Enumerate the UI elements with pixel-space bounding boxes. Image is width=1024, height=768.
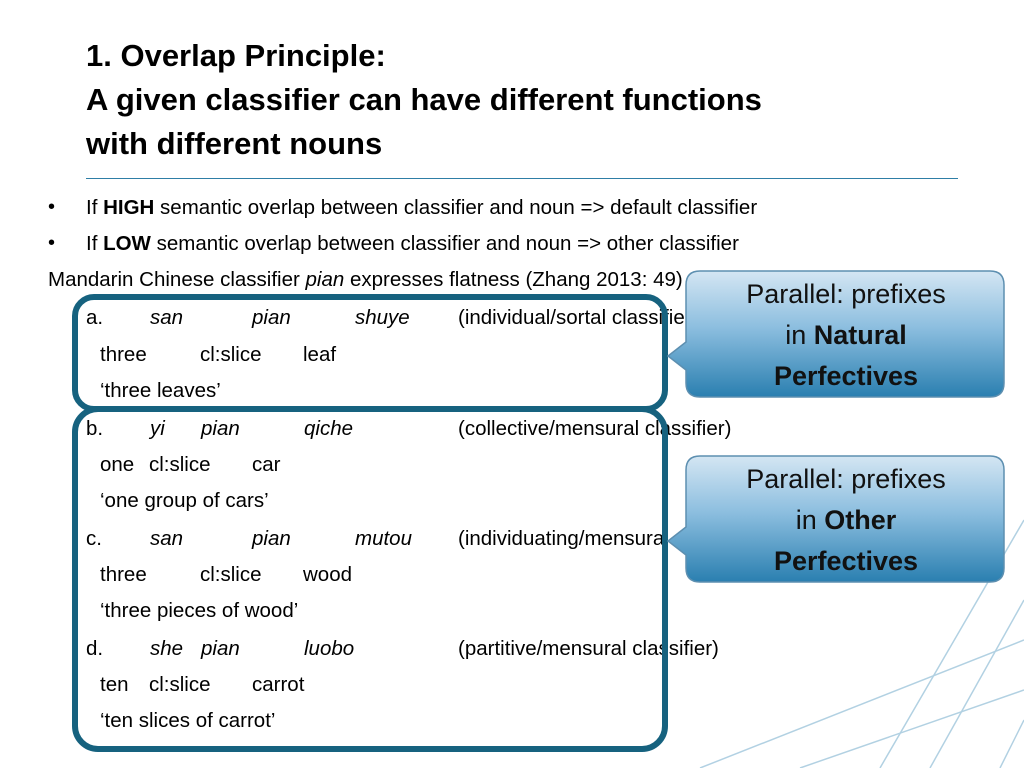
example-b-gloss-3: car bbox=[252, 453, 281, 476]
intro-line: Mandarin Chinese classifier pian express… bbox=[48, 267, 683, 293]
example-d-gloss-1: ten bbox=[100, 673, 129, 696]
bullet-1-prefix: If bbox=[86, 196, 104, 219]
example-b-gloss-1: one bbox=[100, 453, 135, 476]
bullet-2: If LOW semantic overlap between classifi… bbox=[86, 231, 739, 257]
example-c-word-2: pian bbox=[252, 527, 291, 550]
example-a-gloss-2: cl:slice bbox=[200, 343, 262, 366]
example-b-word-1: yi bbox=[150, 417, 165, 440]
example-a-translation: ‘three leaves’ bbox=[100, 379, 221, 402]
bullet-2-strong: LOW bbox=[103, 232, 151, 255]
callout-other-prefix: in bbox=[795, 505, 825, 535]
example-d-gloss-3: carrot bbox=[252, 673, 305, 696]
bullet-1-text: semantic overlap between classifier and … bbox=[154, 196, 758, 219]
example-a-gloss-1: three bbox=[100, 343, 147, 366]
example-d-note: (partitive/mensural classifier) bbox=[458, 637, 719, 660]
example-d-gloss-2: cl:slice bbox=[149, 673, 211, 696]
title-line-3: with different nouns bbox=[86, 126, 383, 161]
title-line-2: A given classifier can have different fu… bbox=[86, 82, 762, 117]
title-line-1: 1. Overlap Principle: bbox=[86, 38, 386, 73]
example-c-word-1: san bbox=[150, 527, 184, 550]
example-c-word-3: mutou bbox=[355, 527, 412, 550]
callout-other-shape bbox=[666, 455, 1005, 583]
callout-natural-shape bbox=[666, 270, 1005, 398]
example-b-translation: ‘one group of cars’ bbox=[100, 489, 269, 512]
bullet-dot: • bbox=[48, 232, 56, 254]
intro-citation: expresses flatness (Zhang 2013: 49) bbox=[344, 268, 683, 291]
example-a-word-3: shuye bbox=[355, 306, 410, 329]
slide-title: 1. Overlap Principle: A given classifier… bbox=[86, 34, 966, 166]
callout-natural-line-2: in Natural bbox=[690, 315, 1002, 356]
callout-natural-line-1: Parallel: prefixes bbox=[746, 279, 946, 309]
example-a-word-2: pian bbox=[252, 306, 291, 329]
highlight-frame-bcd bbox=[72, 406, 668, 752]
callout-other-strong: Other bbox=[824, 505, 897, 535]
example-a-word-1: san bbox=[150, 306, 184, 329]
bullet-1-strong: HIGH bbox=[103, 196, 155, 219]
bullet-1: If HIGH semantic overlap between classif… bbox=[86, 195, 757, 221]
callout-natural-prefix: in bbox=[785, 320, 814, 350]
example-c-label: c. bbox=[86, 527, 102, 550]
bullet-2-prefix: If bbox=[86, 232, 104, 255]
callout-other-strong-2: Perfectives bbox=[773, 546, 919, 576]
example-c-translation: ‘three pieces of wood’ bbox=[100, 599, 299, 622]
example-a-gloss-3: leaf bbox=[303, 343, 337, 366]
example-d-translation: ‘ten slices of carrot’ bbox=[100, 709, 276, 732]
example-c-gloss-1: three bbox=[100, 563, 147, 586]
callout-natural-strong: Natural bbox=[813, 320, 907, 350]
example-d-word-1: she bbox=[150, 637, 184, 660]
intro-text: Mandarin Chinese classifier bbox=[48, 268, 306, 291]
bullet-dot: • bbox=[48, 196, 56, 218]
bullet-2-text: semantic overlap between classifier and … bbox=[150, 232, 739, 255]
example-d-word-2: pian bbox=[201, 637, 240, 660]
example-c-gloss-3: wood bbox=[303, 563, 353, 586]
example-c-gloss-2: cl:slice bbox=[200, 563, 262, 586]
example-a-note: (individual/sortal classifier) bbox=[458, 306, 699, 329]
intro-italic: pian bbox=[305, 268, 345, 291]
example-b-word-3: qiche bbox=[304, 417, 354, 440]
example-b-gloss-2: cl:slice bbox=[149, 453, 211, 476]
example-d-word-3: luobo bbox=[304, 637, 355, 660]
example-d-label: d. bbox=[86, 637, 104, 660]
callout-other-perfectives: Parallel: prefixes in Other Perfectives bbox=[690, 459, 1002, 582]
callout-natural-line-3: Perfectives bbox=[690, 356, 1002, 397]
callout-other-line-3: Perfectives bbox=[690, 541, 1002, 582]
callout-natural-perfectives: Parallel: prefixes in Natural Perfective… bbox=[690, 274, 1002, 397]
callout-other-line-2: in Other bbox=[690, 500, 1002, 541]
title-divider bbox=[86, 178, 958, 179]
example-b-word-2: pian bbox=[201, 417, 240, 440]
callout-other-line-1: Parallel: prefixes bbox=[746, 464, 946, 494]
callout-natural-strong-2: Perfectives bbox=[773, 361, 919, 391]
